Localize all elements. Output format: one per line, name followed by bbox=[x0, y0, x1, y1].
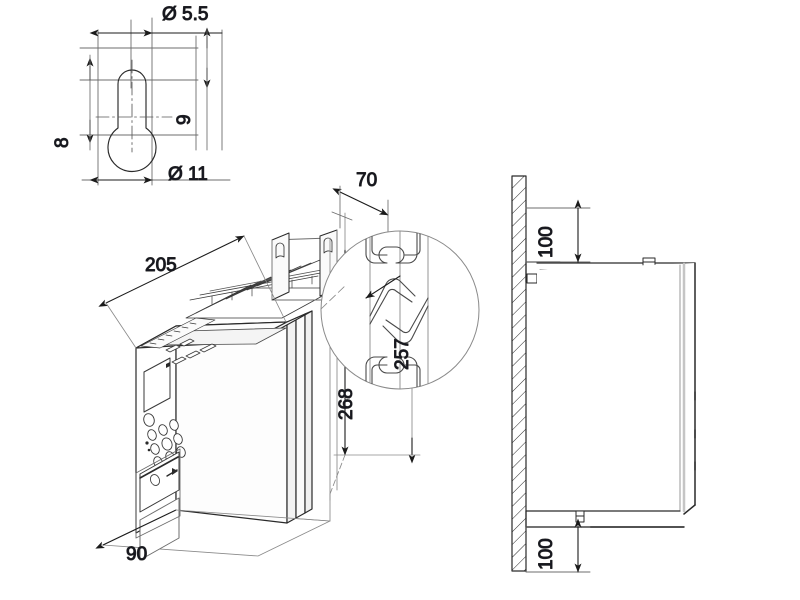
keyhole-detail-view: Ø 5.5 Ø 11 8 9 bbox=[52, 4, 231, 186]
keyhole-centerlines bbox=[95, 59, 173, 153]
detail-slot-spacing-label: 257 bbox=[392, 338, 413, 370]
keyhole-right-vertical-label: 9 bbox=[174, 114, 195, 125]
keyhole-slot-shape bbox=[107, 69, 157, 173]
iso-width-label: 205 bbox=[145, 255, 177, 276]
dim-line-257 bbox=[365, 275, 401, 299]
iso-height-label: 268 bbox=[336, 388, 357, 420]
vent-louvers bbox=[140, 317, 216, 349]
detail-zigzag-break bbox=[369, 278, 429, 344]
bottom-mounting-bracket bbox=[525, 510, 685, 528]
detail-circle-view: 257 bbox=[320, 230, 480, 390]
keyhole-bottom-diameter-label: Ø 11 bbox=[168, 164, 208, 185]
side-top-clearance-label: 100 bbox=[536, 226, 557, 258]
heatsink-fins bbox=[185, 259, 338, 319]
iso-bracket-offset-label: 70 bbox=[356, 170, 377, 191]
isometric-view: 205 90 268 70 bbox=[95, 170, 421, 566]
lcp-display[interactable] bbox=[142, 357, 171, 428]
side-bottom-clearance-label: 100 bbox=[536, 538, 557, 570]
detail-leader-line bbox=[320, 284, 347, 310]
terminal-blocks bbox=[165, 338, 217, 365]
dim-line-bottom-clearance bbox=[525, 518, 591, 573]
dim-line-top-clearance bbox=[525, 199, 591, 263]
keyhole-extension-lines bbox=[79, 17, 231, 186]
dim-line-205 bbox=[98, 235, 287, 349]
detail-keyhole-upper bbox=[365, 231, 421, 264]
wall-section bbox=[511, 175, 527, 572]
dim-line-90 bbox=[95, 509, 331, 549]
front-panel-lower bbox=[135, 448, 181, 539]
iso-depth-label: 90 bbox=[126, 544, 147, 565]
drive-side-profile bbox=[537, 262, 696, 515]
detail-keyhole-lower bbox=[365, 356, 421, 389]
keyhole-top-diameter-label: Ø 5.5 bbox=[162, 4, 208, 25]
side-view: 100 100 bbox=[511, 175, 696, 573]
keyhole-left-vertical-label: 8 bbox=[52, 137, 73, 148]
